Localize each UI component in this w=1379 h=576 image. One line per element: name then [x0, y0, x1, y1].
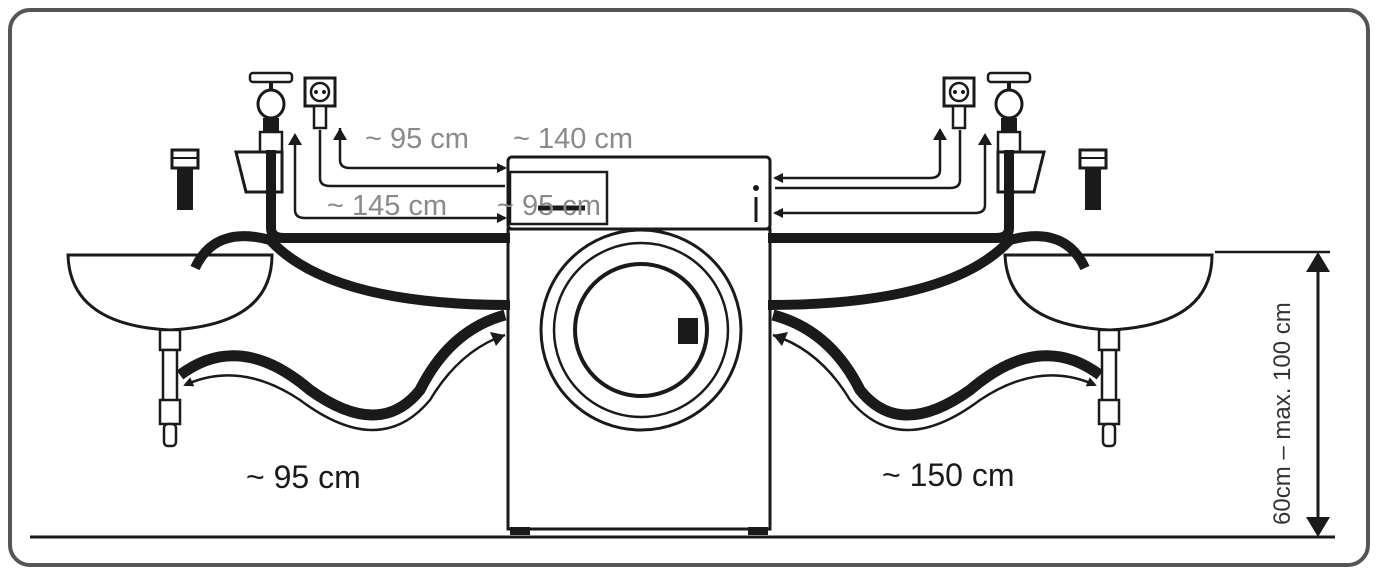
arrow-icon	[772, 333, 1097, 432]
power-socket-icon	[942, 76, 976, 130]
drain-right-label: ~ 150 cm	[882, 457, 1015, 493]
height-range-label: 60cm – max. 100 cm	[1269, 302, 1296, 525]
arrow-icon	[293, 135, 507, 223]
washing-machine-icon	[506, 155, 772, 535]
power-socket-icon	[303, 76, 337, 130]
bolt-icon	[1078, 148, 1108, 210]
drain-hose	[771, 309, 1104, 421]
drain-hose	[190, 231, 511, 310]
drain-left-label: ~ 95 cm	[246, 459, 361, 495]
arrow-icon	[318, 130, 505, 188]
arrow-icon	[183, 333, 506, 432]
top-mid-hose-label: ~ 140 cm	[513, 123, 633, 155]
top-left-hose-label: ~ 95 cm	[365, 123, 469, 155]
inlet-hose	[768, 150, 1014, 243]
drain-hose	[176, 309, 507, 421]
arrow-icon	[775, 130, 962, 190]
mid-right-hose-label: ~ 95 cm	[497, 190, 601, 222]
sink-icon	[66, 253, 274, 448]
arrow-icon	[338, 128, 507, 173]
arrow-icon	[773, 135, 987, 218]
height-dimension	[1215, 250, 1330, 539]
sink-icon	[1003, 253, 1214, 448]
arrow-icon	[773, 130, 942, 183]
mid-left-hose-label: ~ 145 cm	[327, 190, 447, 222]
bolt-icon	[170, 148, 200, 210]
inlet-hose	[266, 150, 510, 243]
drain-hose	[767, 231, 1090, 310]
